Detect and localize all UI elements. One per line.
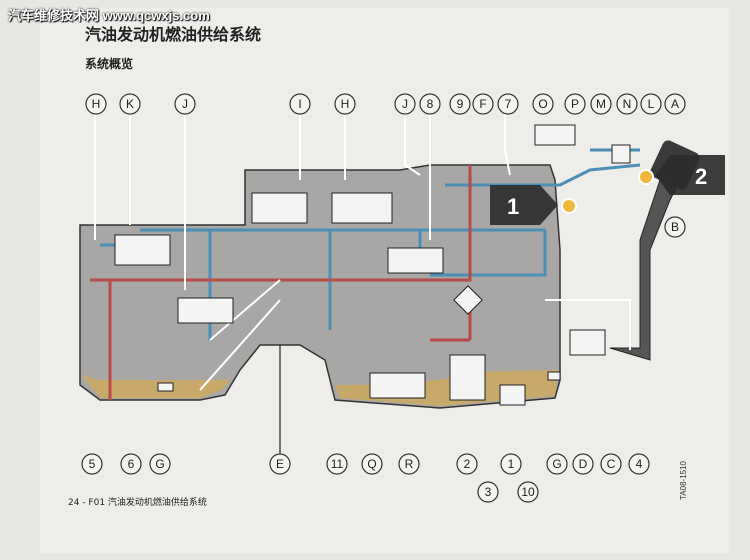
page-title: 汽油发动机燃油供给系统 bbox=[85, 25, 261, 44]
sensor-1 bbox=[499, 384, 526, 406]
valve-n bbox=[611, 144, 631, 164]
callout-top-14: L bbox=[640, 93, 662, 115]
marker-1-dot bbox=[561, 198, 577, 214]
valve-i bbox=[251, 192, 308, 224]
svg-text:N: N bbox=[623, 97, 632, 111]
callout-side-b: B bbox=[664, 216, 686, 238]
callout-top-0: H bbox=[85, 93, 107, 115]
valve-j bbox=[177, 297, 234, 324]
valve-components bbox=[114, 124, 631, 406]
callout-top-15: A bbox=[664, 93, 686, 115]
svg-text:H: H bbox=[341, 97, 350, 111]
callout-top-7: 9 bbox=[449, 93, 471, 115]
callout-bottom-10: 10 bbox=[517, 481, 539, 503]
svg-text:7: 7 bbox=[505, 97, 512, 111]
svg-text:E: E bbox=[276, 457, 284, 471]
svg-text:C: C bbox=[607, 457, 616, 471]
marker-2-callout: 2 bbox=[638, 155, 725, 195]
label-layer: H K J I H J 8 9 F 7 O P M N L A B 5 6 G E 11 Q R 23 1 10 G D C 4 bbox=[81, 93, 686, 503]
callout-bottom-4: 11 bbox=[326, 453, 348, 475]
svg-text:2: 2 bbox=[464, 457, 471, 471]
svg-text:I: I bbox=[298, 97, 301, 111]
callout-bottom-1: 6 bbox=[120, 453, 142, 475]
svg-text:11: 11 bbox=[331, 457, 344, 471]
breather-lines-white bbox=[94, 110, 631, 391]
marker-1-callout: 1 bbox=[490, 185, 577, 225]
callout-bottom-6: R bbox=[398, 453, 420, 475]
valve-c bbox=[569, 329, 606, 356]
callout-bottom-14: 4 bbox=[628, 453, 650, 475]
svg-text:1: 1 bbox=[508, 457, 515, 471]
svg-text:P: P bbox=[571, 97, 579, 111]
fuel-pump-module bbox=[449, 354, 486, 401]
svg-text:D: D bbox=[579, 457, 588, 471]
svg-text:R: R bbox=[405, 457, 414, 471]
marker-2-dot bbox=[638, 169, 654, 185]
fuel-lines-red bbox=[90, 165, 472, 400]
valve-diamond bbox=[453, 285, 483, 315]
fuel-level-left bbox=[82, 375, 230, 398]
callout-top-5: J bbox=[394, 93, 416, 115]
callout-bottom-13: C bbox=[600, 453, 622, 475]
svg-text:G: G bbox=[155, 457, 164, 471]
svg-text:H: H bbox=[92, 97, 101, 111]
diagram-code: TA08-1510 bbox=[679, 460, 688, 500]
callout-top-12: M bbox=[590, 93, 612, 115]
callout-bottom-2: G bbox=[149, 453, 171, 475]
sensor-g-left bbox=[157, 382, 174, 392]
svg-text:B: B bbox=[671, 220, 679, 234]
marker-1-label: 1 bbox=[507, 194, 519, 219]
callout-top-1: K bbox=[119, 93, 141, 115]
valve-h bbox=[331, 192, 393, 224]
callout-top-11: P bbox=[564, 93, 586, 115]
callout-bottom-5: Q bbox=[361, 453, 383, 475]
callout-top-9: 7 bbox=[497, 93, 519, 115]
svg-text:9: 9 bbox=[457, 97, 464, 111]
callout-bottom-9: 1 bbox=[500, 453, 522, 475]
valve-k bbox=[114, 234, 171, 266]
svg-text:J: J bbox=[182, 97, 188, 111]
callout-bottom-7: 2 bbox=[456, 453, 478, 475]
svg-text:8: 8 bbox=[427, 97, 434, 111]
callout-top-6: 8 bbox=[419, 93, 441, 115]
page-footer: 24 - F01 汽油发动机燃油供给系统 bbox=[68, 496, 207, 508]
svg-text:5: 5 bbox=[89, 457, 96, 471]
callout-top-2: J bbox=[174, 93, 196, 115]
callout-top-10: O bbox=[532, 93, 554, 115]
callout-bottom-12: D bbox=[572, 453, 594, 475]
callout-top-4: H bbox=[334, 93, 356, 115]
callout-bottom-3: E bbox=[269, 453, 291, 475]
callout-bottom-11: G bbox=[546, 453, 568, 475]
svg-text:6: 6 bbox=[128, 457, 135, 471]
valve-o bbox=[534, 124, 576, 146]
callout-bottom-0: 5 bbox=[81, 453, 103, 475]
svg-text:L: L bbox=[648, 97, 655, 111]
svg-text:10: 10 bbox=[521, 485, 535, 499]
valve-8 bbox=[387, 247, 444, 274]
svg-text:4: 4 bbox=[636, 457, 643, 471]
svg-text:A: A bbox=[671, 97, 679, 111]
section-subtitle: 系统概览 bbox=[85, 56, 133, 71]
svg-text:Q: Q bbox=[367, 457, 376, 471]
svg-text:G: G bbox=[552, 457, 561, 471]
svg-text:F: F bbox=[479, 97, 486, 111]
svg-text:3: 3 bbox=[485, 485, 492, 499]
callout-bottom-8: 3 bbox=[477, 481, 499, 503]
watermark: 汽车维修技术网 www.qcwxjs.com bbox=[8, 8, 210, 23]
callout-top-13: N bbox=[616, 93, 638, 115]
svg-text:O: O bbox=[538, 97, 547, 111]
callout-top-3: I bbox=[289, 93, 311, 115]
callout-top-8: F bbox=[472, 93, 494, 115]
svg-text:K: K bbox=[126, 97, 134, 111]
svg-text:M: M bbox=[596, 97, 606, 111]
svg-text:J: J bbox=[402, 97, 408, 111]
sensor-g-right bbox=[547, 371, 561, 381]
valve-r bbox=[369, 372, 426, 399]
marker-2-label: 2 bbox=[695, 164, 707, 189]
